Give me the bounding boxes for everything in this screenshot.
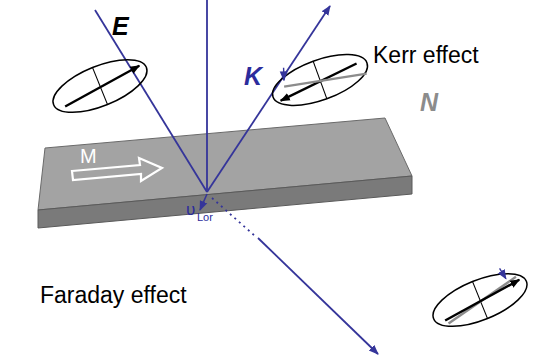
effect-label: Kerr effect [373, 44, 479, 67]
velocity-subscript: Lor [197, 212, 213, 223]
transmitted-ray [258, 238, 378, 354]
sample-front [38, 176, 412, 228]
reflected-ray [207, 6, 330, 192]
wavevector-label: K [244, 64, 262, 89]
effect-label: Faraday effect [40, 284, 187, 307]
transmitted-ray-inside [212, 198, 255, 236]
lorentz-arrow [200, 194, 207, 210]
incident-polarization [46, 49, 154, 124]
normal-mode-label: N [420, 90, 438, 115]
field-label: E [112, 14, 129, 39]
incident-ray [95, 10, 207, 192]
velocity-label: υ [186, 201, 195, 218]
kerr-polarization [265, 40, 374, 116]
magnetization-label: M [80, 146, 97, 166]
faraday-polarization [425, 261, 533, 337]
surface-normal [206, 0, 208, 190]
